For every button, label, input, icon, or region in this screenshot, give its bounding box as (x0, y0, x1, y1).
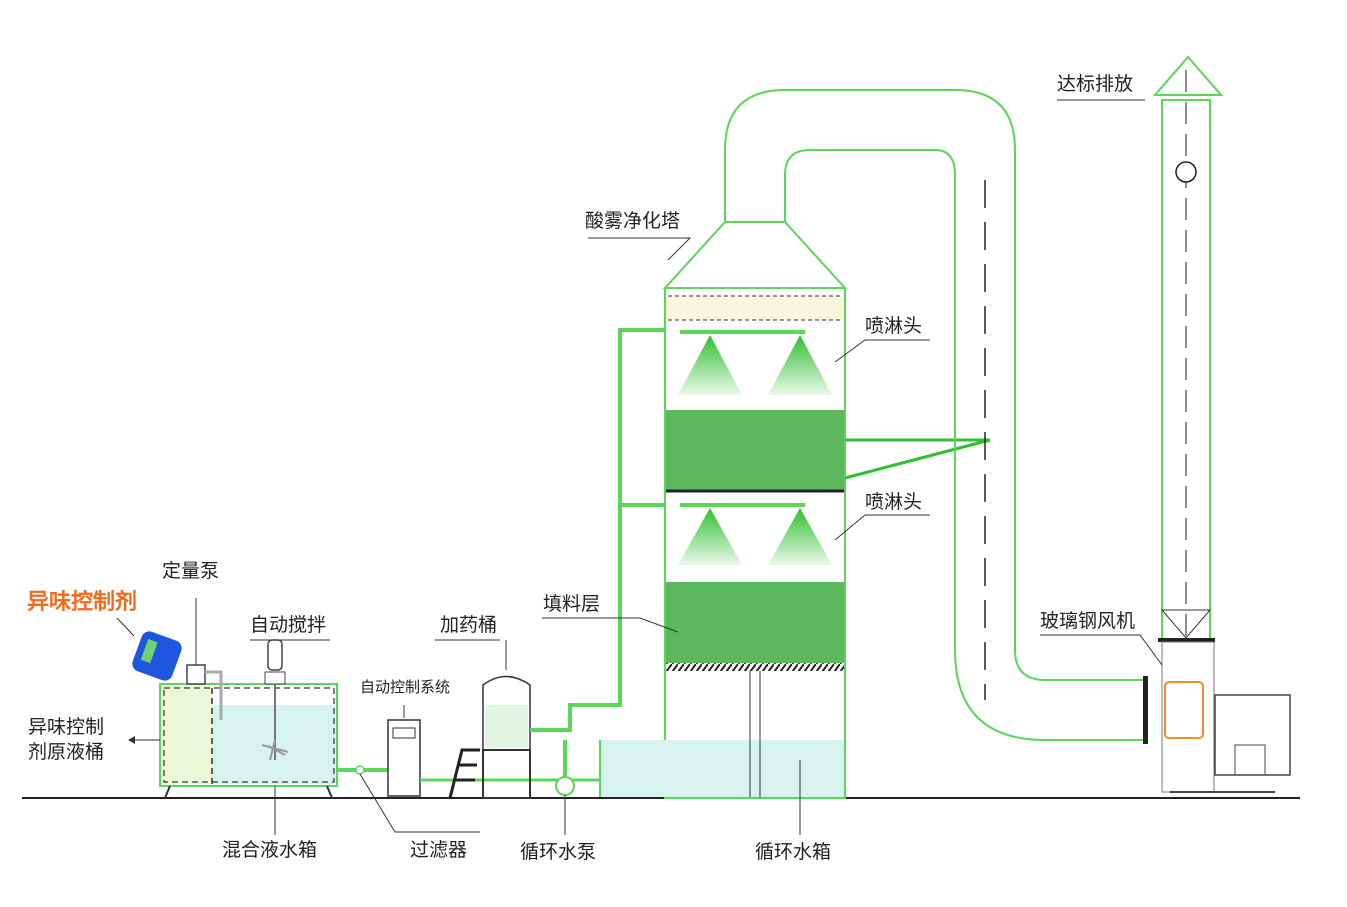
scrubber-tower (599, 221, 991, 799)
chimney (1152, 55, 1224, 642)
label-mixing-tank: 混合液水箱 (222, 839, 318, 861)
fiberglass-fan (1161, 641, 1291, 793)
label-control-system: 自动控制系统 (360, 678, 451, 696)
label-spray-head-1: 喷淋头 (865, 315, 923, 337)
duct (724, 89, 1145, 741)
agitator-motor (264, 639, 286, 685)
label-filter: 过滤器 (410, 839, 468, 861)
label-spray-head-2: 喷淋头 (865, 491, 923, 513)
label-odor-agent: 异味控制剂 (27, 590, 138, 615)
label-fan: 玻璃钢风机 (1040, 610, 1136, 632)
circulation-water (600, 740, 844, 797)
label-raw-tank-1: 异味控制 (28, 716, 105, 738)
label-dosing-barrel: 加药桶 (440, 614, 498, 636)
leader-lines (250, 99, 1163, 835)
packing-layer-1 (666, 410, 844, 490)
label-circ-pump: 循环水泵 (520, 841, 597, 863)
odor-agent-bottle-icon (116, 617, 182, 681)
packing-layer-2 (666, 582, 844, 663)
circulation-pump-icon (555, 776, 575, 796)
metering-pump (186, 598, 223, 720)
mixing-tank (159, 683, 338, 799)
label-discharge: 达标排放 (1057, 73, 1134, 95)
filter-icon (355, 765, 365, 775)
label-raw-tank-2: 剂原液桶 (28, 741, 105, 763)
label-metering-pump: 定量泵 (162, 560, 220, 582)
label-circ-tank: 循环水箱 (755, 841, 832, 863)
label-packing: 填料层 (543, 593, 601, 615)
label-tower: 酸雾净化塔 (585, 210, 681, 232)
dosing-barrel (448, 640, 531, 799)
label-agitator: 自动搅拌 (250, 614, 327, 636)
fan-flange (1143, 676, 1148, 744)
control-cabinet (387, 705, 421, 797)
